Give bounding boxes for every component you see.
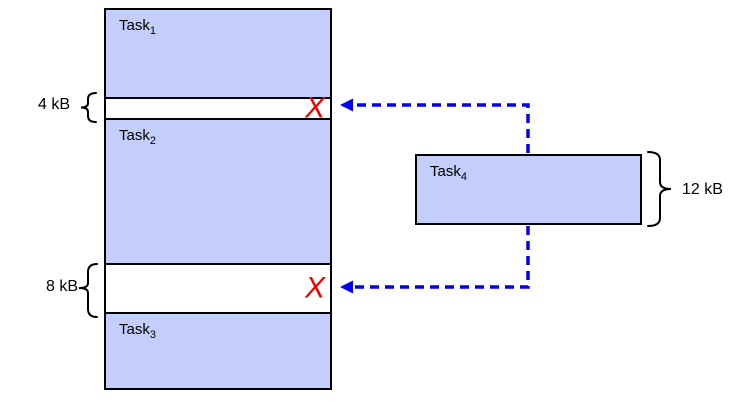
memory-column: Task1 X Task2 X Task3 — [104, 8, 332, 390]
memory-block-task2: Task2 — [106, 118, 330, 263]
task2-name: Task — [119, 127, 150, 144]
incoming-task4-block: Task4 — [415, 154, 642, 225]
dashed-arrow-to-4kb-gap — [353, 103, 530, 153]
task1-name: Task — [119, 17, 150, 34]
arrowhead-8kb-icon — [340, 280, 353, 294]
brace-8kb — [78, 263, 98, 318]
task4-subscript: 4 — [460, 171, 467, 183]
brace-12kb — [647, 151, 672, 227]
free-gap-8kb: X — [106, 263, 330, 312]
gap-size-label-4kb: 4 kB — [37, 96, 70, 113]
gap-size-label-8kb: 8 kB — [45, 278, 78, 295]
dashed-arrow-to-8kb-gap — [353, 226, 530, 289]
task3-label: Task3 — [119, 321, 156, 341]
task1-subscript: 1 — [149, 25, 156, 37]
task3-subscript: 3 — [149, 329, 156, 341]
reject-x-icon: X — [304, 270, 325, 304]
task2-subscript: 2 — [149, 135, 156, 147]
free-gap-4kb: X — [106, 92, 330, 122]
task2-label: Task2 — [119, 127, 156, 147]
task4-label: Task4 — [430, 163, 467, 183]
reject-x-icon: X — [304, 90, 325, 124]
incoming-size-label-12kb: 12 kB — [682, 181, 723, 198]
task3-name: Task — [119, 321, 150, 338]
brace-4kb — [80, 92, 97, 123]
arrowhead-4kb-icon — [340, 98, 353, 112]
task1-label: Task1 — [119, 17, 156, 37]
memory-block-task3: Task3 — [106, 312, 330, 388]
memory-block-task1: Task1 — [106, 10, 330, 97]
task4-name: Task — [430, 163, 461, 180]
